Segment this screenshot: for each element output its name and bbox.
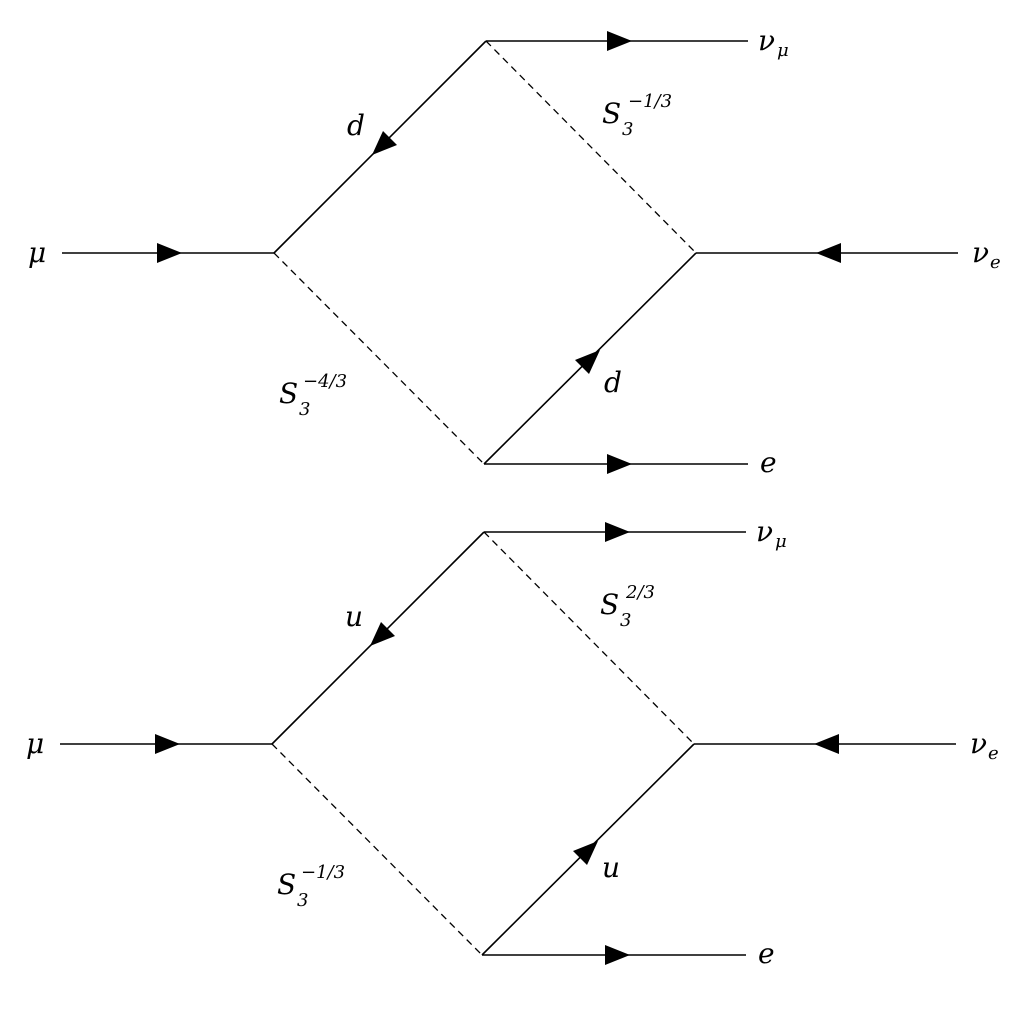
electron-arrow [607, 454, 632, 474]
label-nue: ν e [970, 727, 999, 764]
label-scalar-upper-base: S [600, 588, 619, 621]
label-quark-lower: d [604, 366, 622, 399]
label-scalar-lower: S 3 −1/3 [277, 862, 345, 911]
quark-lower-arrow [573, 841, 598, 865]
label-quark-lower: u [602, 851, 620, 884]
diagram-2: μ u u ν μ ν e e S 3 2/3 S 3 −1/3 [26, 515, 999, 970]
label-numu: ν μ [758, 24, 789, 61]
label-nue-sub: e [990, 252, 1001, 273]
muon-arrow [155, 734, 180, 754]
quark-upper-arrow [372, 131, 397, 155]
label-scalar-upper-sup: 2/3 [625, 582, 655, 603]
label-numu-base: ν [758, 24, 775, 57]
label-quark-upper: u [345, 600, 363, 633]
label-numu-base: ν [756, 515, 773, 548]
quark-lower-arrow [575, 350, 600, 374]
scalar-upper-line [483, 531, 695, 745]
muon-arrow [157, 243, 182, 263]
label-numu-sub: μ [775, 531, 787, 552]
label-scalar-upper-sup: −1/3 [628, 91, 672, 112]
label-muon: μ [28, 236, 46, 269]
label-scalar-lower: S 3 −4/3 [279, 371, 347, 420]
diagram-1: μ d d ν μ ν e e S 3 −1/3 S 3 −4/3 [28, 24, 1001, 479]
label-scalar-upper-sub: 3 [620, 610, 631, 631]
nue-arrow [814, 734, 839, 754]
label-e: e [758, 937, 775, 970]
scalar-upper-line [485, 40, 697, 254]
electron-arrow [605, 945, 630, 965]
label-scalar-lower-sub: 3 [299, 399, 310, 420]
label-scalar-upper: S 3 −1/3 [602, 91, 672, 140]
label-numu-sub: μ [777, 40, 789, 61]
label-nue-base: ν [972, 236, 989, 269]
label-nue-base: ν [970, 727, 987, 760]
label-scalar-upper: S 3 2/3 [600, 582, 655, 631]
label-scalar-lower-base: S [277, 868, 296, 901]
label-nue-sub: e [988, 743, 999, 764]
label-scalar-lower-sup: −1/3 [301, 862, 345, 883]
label-scalar-lower-sup: −4/3 [303, 371, 347, 392]
numu-arrow [605, 522, 630, 542]
numu-arrow [607, 31, 632, 51]
label-quark-upper: d [347, 109, 365, 142]
label-muon: μ [26, 727, 44, 760]
quark-upper-arrow [370, 622, 395, 646]
label-numu: ν μ [756, 515, 787, 552]
label-scalar-upper-sub: 3 [622, 119, 633, 140]
scalar-lower-line [273, 252, 485, 465]
label-e: e [760, 446, 777, 479]
label-nue: ν e [972, 236, 1001, 273]
scalar-lower-line [271, 743, 483, 956]
label-scalar-lower-base: S [279, 377, 298, 410]
nue-arrow [816, 243, 841, 263]
label-scalar-upper-base: S [602, 97, 621, 130]
label-scalar-lower-sub: 3 [297, 890, 308, 911]
